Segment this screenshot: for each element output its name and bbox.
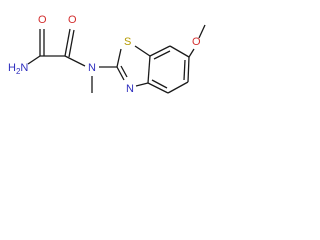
bond-c7a-c7-inner (153, 50, 171, 60)
bond-s-c7a (134, 45, 151, 57)
bond-o3-methyl (198, 24, 206, 39)
bond-c6-c5-inner (183, 59, 186, 81)
bond-c7a-c7 (149, 45, 171, 57)
bond-c4-c3a-inner (151, 79, 168, 89)
atom-label-nh2: H2N (8, 62, 28, 76)
bond-c4-c3a (147, 82, 169, 94)
bond-nh2-c1 (27, 55, 41, 65)
bond-c2-n3-double (120, 65, 128, 78)
bond-c2-o2 (64, 28, 71, 57)
atom-labels: H2N O O N S N O (8, 14, 201, 95)
bond-c7-c6 (169, 45, 190, 58)
atom-label-o-methoxy: O (192, 36, 201, 48)
bond-c2-s (116, 48, 122, 68)
atom-label-s: S (124, 36, 131, 48)
bond-c7a-c3a (147, 55, 151, 84)
bond-c2-n (64, 55, 86, 67)
molecule-structure: H2N O O N S N O (8, 14, 206, 95)
atom-label-n-thiazole: N (126, 83, 134, 95)
bond-c2-n3 (116, 66, 125, 81)
atom-label-n-amide: N (88, 62, 96, 74)
bonds (27, 24, 206, 94)
bond-n3-c3a (135, 82, 149, 87)
bond-c6-c5 (187, 56, 190, 83)
bond-c5-c4 (167, 81, 189, 94)
bond-c2-o2-double (68, 29, 75, 58)
bond-c6-o3 (188, 48, 195, 58)
atom-label-o1: O (38, 14, 47, 26)
atom-label-o2: O (68, 14, 77, 26)
